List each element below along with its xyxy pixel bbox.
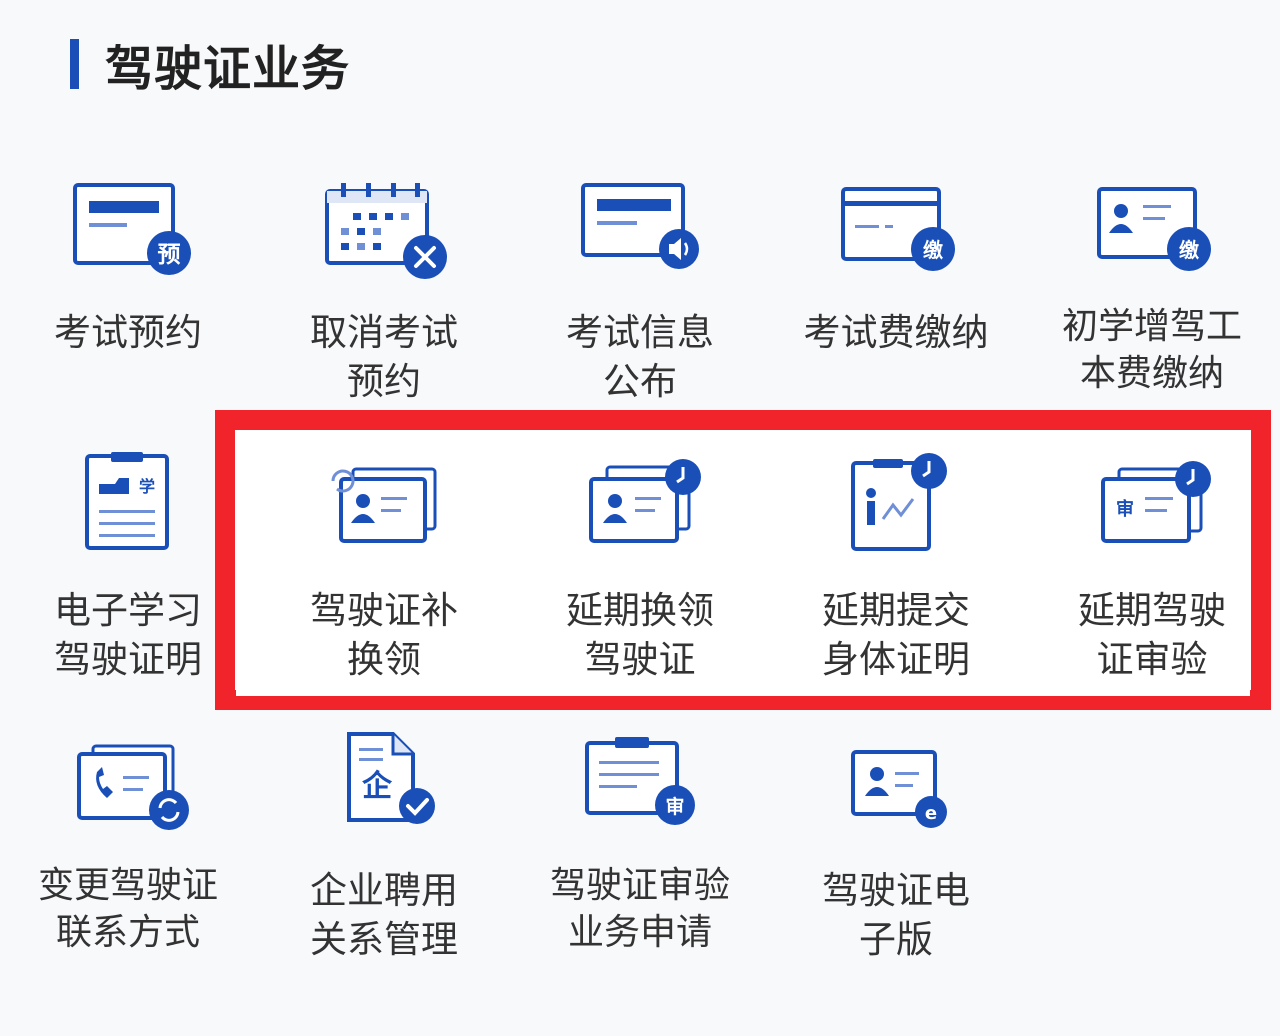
clipboard-audit-icon: 审: [575, 735, 705, 845]
svg-text:审: 审: [1116, 498, 1134, 520]
health-clock-icon: [831, 453, 961, 563]
section-accent-bar: [70, 39, 79, 89]
card-yu-icon: 预: [63, 175, 193, 285]
tile-label: 变更驾驶证联系方式: [37, 865, 218, 953]
tile-exam-booking[interactable]: 预 考试预约: [0, 170, 256, 400]
section-header: 驾驶证业务: [70, 38, 350, 97]
tile-enterprise[interactable]: 企 企业聘用关系管理: [256, 730, 512, 970]
svg-text:e: e: [925, 803, 937, 824]
tile-e-learning[interactable]: 学 电子学习驾驶证明: [0, 450, 256, 690]
id-reissue-icon: [319, 455, 449, 565]
id-electronic-icon: e: [831, 738, 961, 848]
calendar-cancel-icon: [319, 175, 449, 285]
tile-exam-info[interactable]: 考试信息公布: [512, 170, 768, 403]
tile-label: 驾驶证补换领: [310, 589, 458, 681]
svg-text:预: 预: [158, 242, 181, 268]
tile-label: 取消考试预约: [310, 311, 458, 403]
tile-learner-fee[interactable]: 缴 初学增驾工本费缴纳: [1024, 170, 1280, 400]
tile-license-reissue[interactable]: 驾驶证补换领: [256, 450, 512, 690]
svg-text:审: 审: [665, 795, 684, 818]
svg-text:缴: 缴: [1179, 238, 1200, 262]
id-pay-icon: 缴: [1087, 175, 1217, 285]
tile-label: 延期提交身体证明: [822, 589, 970, 681]
tile-delay-renewal[interactable]: 延期换领驾驶证: [512, 450, 768, 690]
tile-label: 初学增驾工本费缴纳: [1061, 306, 1242, 394]
svg-text:学: 学: [139, 477, 155, 496]
tile-label: 企业聘用关系管理: [310, 869, 458, 961]
id-clock-icon: [575, 455, 705, 565]
phone-refresh-icon: [63, 740, 193, 850]
tile-change-contact[interactable]: 变更驾驶证联系方式: [0, 730, 256, 970]
tile-label: 延期换领驾驶证: [566, 589, 714, 681]
card-pay-icon: 缴: [831, 175, 961, 285]
tile-delay-health[interactable]: 延期提交身体证明: [768, 450, 1024, 690]
audit-clock-icon: 审: [1087, 455, 1217, 565]
tile-exam-fee[interactable]: 缴 考试费缴纳: [768, 170, 1024, 400]
tile-label: 考试费缴纳: [803, 311, 989, 354]
tile-delay-audit[interactable]: 审 延期驾驶证审验: [1024, 450, 1280, 690]
tile-label: 延期驾驶证审验: [1078, 589, 1226, 681]
tile-label: 电子学习驾驶证明: [54, 589, 202, 681]
section-title: 驾驶证业务: [105, 41, 351, 97]
tile-cancel-exam[interactable]: 取消考试预约: [256, 170, 512, 403]
clipboard-car-icon: 学: [63, 450, 193, 560]
tile-audit-apply[interactable]: 审 驾驶证审验业务申请: [512, 730, 768, 970]
tile-label: 考试预约: [54, 311, 202, 354]
svg-text:缴: 缴: [923, 238, 944, 262]
tile-label: 考试信息公布: [566, 311, 714, 403]
tile-label: 驾驶证电子版: [822, 869, 970, 961]
tile-e-license[interactable]: e 驾驶证电子版: [768, 730, 1024, 970]
card-speaker-icon: [575, 175, 705, 285]
svg-text:企: 企: [362, 769, 393, 804]
enterprise-check-icon: 企: [319, 730, 449, 840]
tile-label: 驾驶证审验业务申请: [549, 865, 730, 953]
